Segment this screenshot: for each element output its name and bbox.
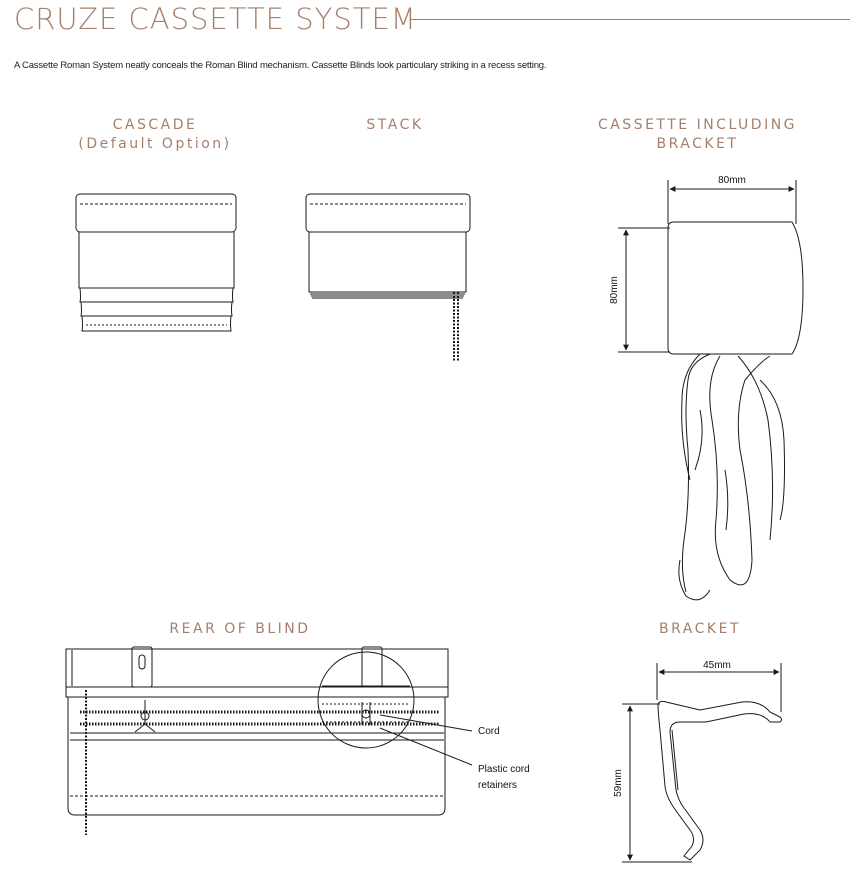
cascade-heading: CASCADE (Default Option) (55, 116, 255, 154)
bracket-title: BRACKET (659, 621, 741, 637)
cascade-blind-illustration (75, 193, 237, 332)
bracket-height-label: 59mm (613, 769, 624, 797)
bracket-height-dimension (622, 703, 692, 863)
stack-blind-illustration (305, 193, 471, 362)
cassette-height-label: 80mm (609, 276, 620, 304)
intro-text: A Cassette Roman System neatly conceals … (14, 60, 547, 71)
page-title: CRUZE CASSETTE SYSTEM (14, 2, 417, 36)
cascade-title: CASCADE (112, 117, 198, 133)
bracket-illustration (657, 700, 783, 861)
retainer-label: Plastic cord retainers (478, 762, 530, 794)
bracket-width-dimension (656, 663, 782, 712)
cassette-illustration (667, 221, 804, 601)
cord-label: Cord (478, 726, 500, 737)
cassette-width-label: 80mm (718, 175, 746, 186)
title-divider (410, 19, 850, 20)
rear-blind-illustration (65, 646, 449, 835)
stack-title: STACK (366, 117, 424, 133)
bracket-width-label: 45mm (703, 660, 731, 671)
cassette-width-dimension (667, 180, 797, 224)
cassette-heading: CASSETTE INCLUDING BRACKET (585, 116, 810, 154)
rear-title: REAR OF BLIND (169, 621, 311, 637)
cassette-title-line2: BRACKET (656, 136, 739, 152)
cascade-subtitle: (Default Option) (78, 136, 232, 152)
retainer-label-line2: retainers (478, 780, 517, 791)
cassette-height-dimension (618, 227, 670, 353)
rear-callout-lines (379, 714, 473, 766)
retainer-label-line1: Plastic cord (478, 764, 530, 775)
cassette-title-line1: CASSETTE INCLUDING (597, 117, 798, 133)
